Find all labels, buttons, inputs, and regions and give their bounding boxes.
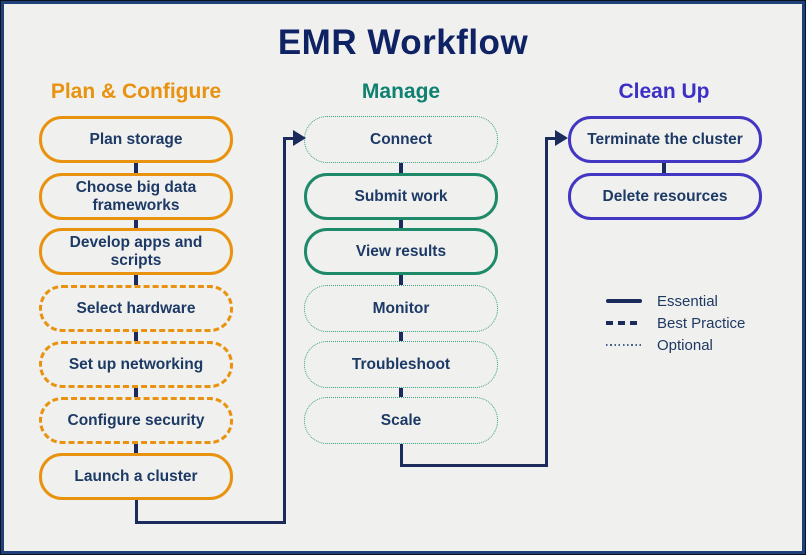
connector-set-up-networking-to-configure-security — [134, 381, 138, 402]
arrow-into-connect — [293, 130, 306, 146]
legend-line-dashed-icon — [606, 321, 642, 325]
node-scale: Scale — [304, 397, 498, 444]
connector-scale-horizontal — [399, 463, 548, 467]
connector-launch-down — [134, 496, 138, 524]
legend: Essential Best Practice Optional — [606, 293, 745, 359]
legend-line-solid-icon — [606, 299, 642, 303]
legend-line-dotted-icon — [606, 344, 642, 346]
node-plan-storage: Plan storage — [39, 116, 233, 163]
column-header-clean-up: Clean Up — [618, 80, 710, 103]
connector-troubleshoot-to-scale — [399, 381, 403, 402]
connector-scale-down — [399, 441, 403, 467]
connector-terminate-the-cluster-to-delete-resources — [662, 156, 666, 178]
node-develop-apps-and-scripts: Develop apps and scripts — [39, 228, 233, 275]
connector-to-connect-stub — [284, 136, 296, 140]
connector-submit-work-to-view-results — [399, 213, 403, 233]
node-troubleshoot: Troubleshoot — [304, 341, 498, 388]
node-select-hardware: Select hardware — [39, 285, 233, 332]
node-delete-resources: Delete resources — [568, 173, 762, 220]
node-submit-work: Submit work — [304, 173, 498, 220]
diagram-title: EMR Workflow — [277, 23, 529, 62]
legend-item-optional: Optional — [606, 336, 745, 354]
column-header-plan-configure: Plan & Configure — [50, 80, 222, 103]
connector-plan-storage-to-choose-big-data-frameworks — [134, 156, 138, 178]
connector-view-results-to-monitor — [399, 268, 403, 290]
legend-label: Optional — [657, 336, 713, 354]
connector-select-hardware-to-set-up-networking — [134, 325, 138, 346]
legend-label: Best Practice — [657, 314, 746, 332]
connector-choose-big-data-frameworks-to-develop-apps-and-scripts — [134, 213, 138, 233]
arrow-into-terminate — [555, 130, 568, 146]
connector-to-terminate-stub — [546, 136, 556, 140]
node-view-results: View results — [304, 228, 498, 275]
node-terminate-the-cluster: Terminate the cluster — [568, 116, 762, 163]
legend-item-essential: Essential — [606, 292, 745, 310]
legend-label: Essential — [657, 292, 718, 310]
connector-to-connect-up — [282, 137, 286, 524]
connector-connect-to-submit-work — [399, 156, 403, 178]
node-set-up-networking: Set up networking — [39, 341, 233, 388]
node-launch-a-cluster: Launch a cluster — [39, 453, 233, 500]
node-configure-security: Configure security — [39, 397, 233, 444]
node-monitor: Monitor — [304, 285, 498, 332]
connector-launch-horizontal — [134, 520, 286, 524]
node-connect: Connect — [304, 116, 498, 163]
connector-to-terminate-up — [544, 137, 548, 467]
column-header-manage: Manage — [361, 80, 441, 103]
connector-configure-security-to-launch-a-cluster — [134, 437, 138, 458]
connector-monitor-to-troubleshoot — [399, 325, 403, 346]
legend-item-best-practice: Best Practice — [606, 314, 746, 332]
connector-develop-apps-and-scripts-to-select-hardware — [134, 268, 138, 290]
node-choose-big-data-frameworks: Choose big data frameworks — [39, 173, 233, 220]
